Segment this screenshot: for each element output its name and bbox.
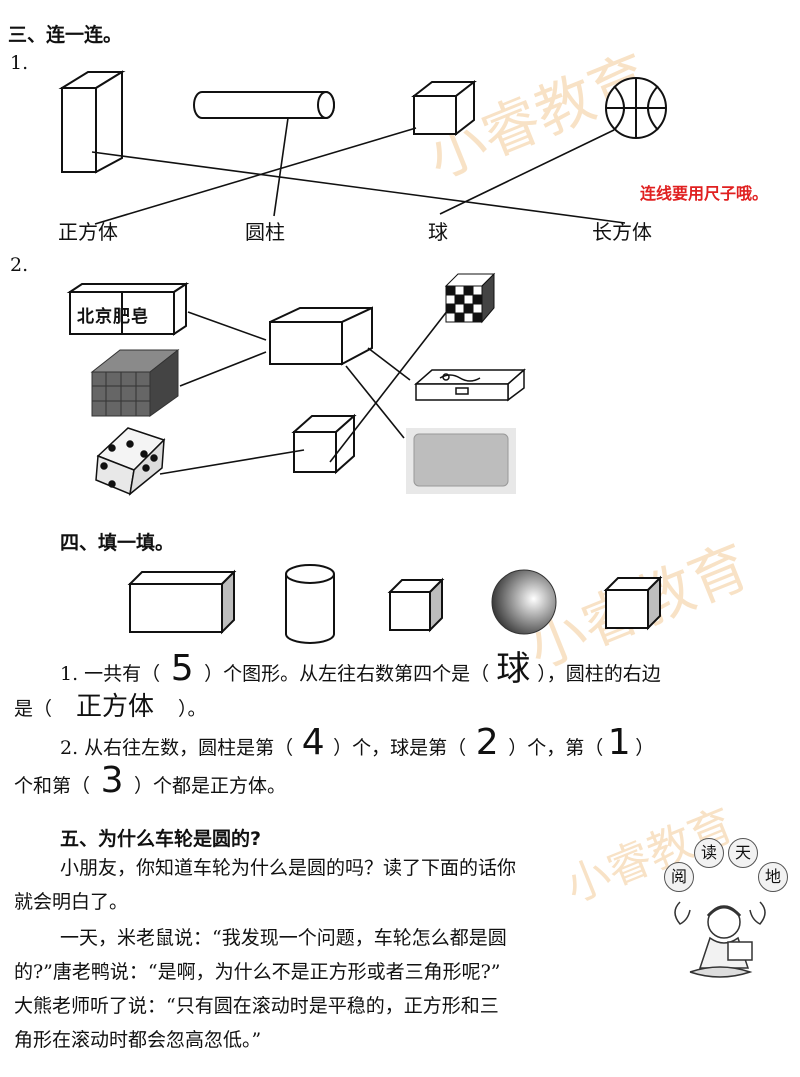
q4-1-line2: 是（ 正方体 ）。 — [14, 690, 207, 726]
cuboid-shape-icon — [127, 569, 237, 635]
center-cuboid-icon — [269, 306, 373, 366]
cylinder-icon — [193, 91, 335, 119]
answer-fourth[interactable]: 球 — [496, 649, 531, 689]
q4-2-mid3: ） — [635, 737, 655, 759]
pencil-box-icon — [414, 368, 526, 402]
q4-1-line2-suffix: ）。 — [178, 698, 207, 720]
story-p1-l2: 就会明白了。 — [14, 891, 129, 913]
answer-cube-a[interactable]: 1 — [607, 722, 631, 763]
story-p2-l2: 的?”唐老鸭说：“是啊，为什么不是正方形或者三角形呢?” — [14, 961, 501, 983]
label-sphere: 球 — [428, 220, 448, 244]
q4-2-mid2: ）个，第（ — [508, 737, 604, 759]
badge-char-3: 天 — [728, 838, 758, 868]
q4-1-mid2: ），圆柱的右边 — [537, 663, 661, 685]
q4-2-mid1: ）个，球是第（ — [333, 737, 467, 759]
reading-badge: 阅 读 天 地 — [650, 832, 790, 982]
q4-shapes — [127, 564, 663, 644]
label-cylinder: 圆柱 — [245, 220, 285, 244]
section3-title: 三、连一连。 — [8, 24, 123, 46]
q1-number: 1. — [10, 52, 29, 74]
answer-cylinder-position[interactable]: 4 — [301, 722, 325, 763]
q4-1-prefix: 1. 一共有（ — [60, 663, 161, 685]
answer-ball-position[interactable]: 2 — [475, 722, 499, 763]
label-cuboid: 长方体 — [592, 220, 652, 244]
story-p1-l1: 小朋友，你知道车轮为什么是圆的吗？读了下面的话你 — [60, 857, 517, 879]
badge-char-2: 读 — [694, 838, 724, 868]
basketball-icon — [605, 77, 667, 139]
cube-shape-icon — [387, 577, 445, 633]
reading-girl-icon — [674, 901, 766, 978]
story-p2-l1: 一天，米老鼠说：“我发现一个问题，车轮怎么都是圆 — [60, 927, 507, 949]
wooden-block-icon — [90, 348, 180, 417]
eraser-icon — [406, 428, 516, 494]
q4-2-line2: 个和第（ 3 ）个都是正方体。 — [14, 760, 287, 803]
q4-1-line1: 1. 一共有（ 5 ）个图形。从左往右数第四个是（ 球 ），圆柱的右边 — [60, 648, 661, 691]
q1-figure — [58, 70, 667, 225]
section5-title: 五、为什么车轮是圆的? — [60, 828, 262, 850]
story-p2-l3: 大熊老师听了说：“只有圆在滚动时是平稳的，正方形和三 — [14, 995, 499, 1017]
sphere-shape-icon — [491, 569, 557, 635]
q4-1-mid1: ）个图形。从左往右数第四个是（ — [204, 663, 490, 685]
answer-right[interactable]: 正方体 — [76, 692, 155, 722]
badge-char-4: 地 — [758, 862, 788, 892]
section4-title: 四、填一填。 — [60, 532, 175, 554]
cube-shape-2-icon — [603, 575, 663, 631]
badge-char-1: 阅 — [664, 862, 694, 892]
label-cube: 正方体 — [58, 220, 118, 244]
q2-number: 2. — [10, 254, 29, 276]
center-cube-icon — [291, 413, 357, 475]
story-p2-l4: 角形在滚动时都会忽高忽低。” — [14, 1029, 262, 1051]
q4-1-line2-prefix: 是（ — [14, 698, 53, 720]
ruler-note: 连线要用尺子哦。 — [640, 184, 769, 203]
cylinder-shape-icon — [285, 564, 335, 644]
tall-cuboid-icon — [58, 70, 126, 174]
checkered-cube-icon — [444, 272, 496, 324]
q2-figure — [66, 272, 526, 496]
q4-2-prefix: 2. 从右往左数，圆柱是第（ — [60, 737, 294, 759]
soap-box-text: 北京肥皂 — [77, 307, 149, 327]
dice-icon — [95, 427, 166, 496]
answer-count[interactable]: 5 — [170, 648, 194, 689]
q4-2-line1: 2. 从右往左数，圆柱是第（ 4 ）个，球是第（ 2 ）个，第（1） — [60, 722, 655, 765]
answer-cube-b[interactable]: 3 — [100, 760, 124, 801]
cube-icon — [411, 79, 477, 137]
q4-2-line2-suffix: ）个都是正方体。 — [134, 775, 287, 797]
q4-2-line2-prefix: 个和第（ — [14, 775, 91, 797]
soap-box-icon — [66, 282, 190, 336]
